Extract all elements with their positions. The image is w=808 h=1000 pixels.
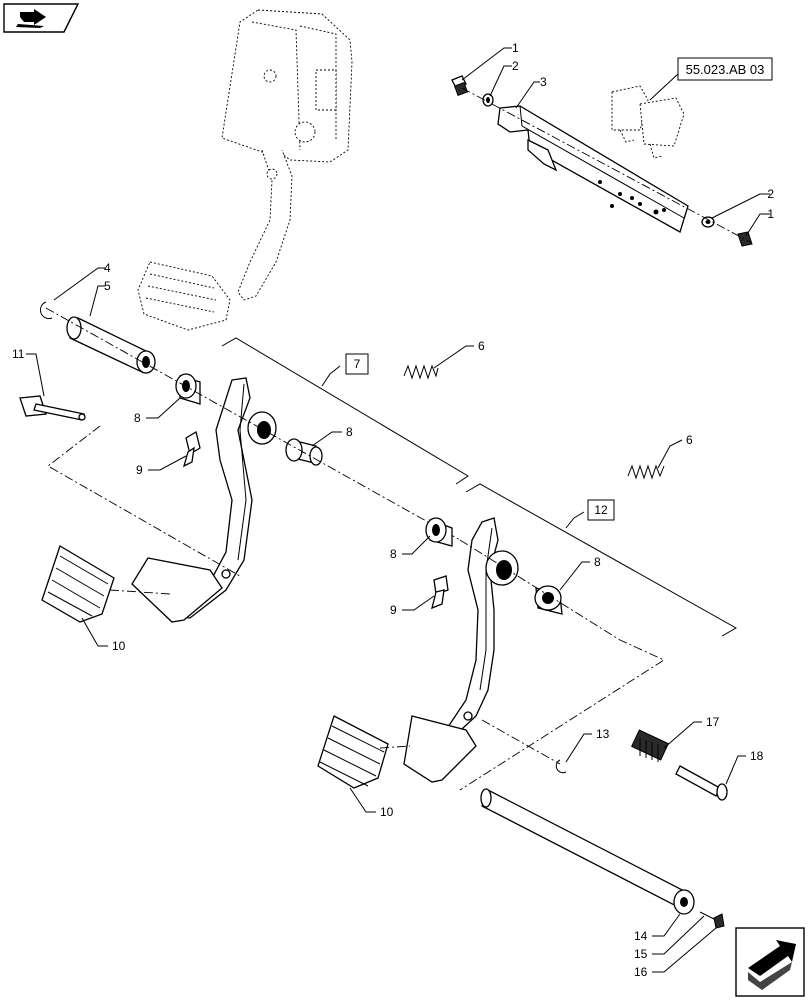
reference-pedal-ghost: [137, 9, 353, 331]
callout-16[interactable]: 16: [634, 965, 648, 979]
callout-7-box[interactable]: 7: [345, 353, 369, 375]
reference-link-box[interactable]: 55.023.AB 03: [649, 57, 773, 101]
callout-14[interactable]: 14: [634, 929, 648, 943]
callout-17[interactable]: 17: [706, 715, 720, 729]
back-arrow-icon[interactable]: [3, 3, 80, 33]
reference-link-text: 55.023.AB 03: [686, 62, 765, 77]
callout-15[interactable]: 15: [634, 947, 648, 961]
callout-8-lower-right[interactable]: 8: [594, 555, 601, 569]
callout-7: 7: [354, 357, 361, 371]
next-page-arrow-icon[interactable]: [735, 927, 805, 997]
callout-13[interactable]: 13: [596, 727, 610, 741]
callout-8-upper-left[interactable]: 8: [134, 411, 141, 425]
callout-1-top[interactable]: 1: [512, 41, 519, 55]
callout-4[interactable]: 4: [104, 261, 111, 275]
upper-pedal-group: [19, 301, 461, 623]
group-bracket-12: [465, 483, 738, 637]
callout-8-lower-left[interactable]: 8: [390, 547, 397, 561]
bracket-assembly: [451, 75, 753, 247]
group-bracket-7: [221, 337, 469, 485]
callout-3[interactable]: 3: [540, 75, 547, 89]
callout-9-lower[interactable]: 9: [390, 603, 397, 617]
callout-2-bracket[interactable]: 2: [767, 187, 774, 201]
callout-6-upper[interactable]: 6: [478, 339, 485, 353]
callout-12: 12: [594, 503, 608, 517]
callout-12-box[interactable]: 12: [587, 499, 615, 521]
callout-2-top[interactable]: 2: [512, 59, 519, 73]
callout-labels: 1 2 3 1 2 4 5 11 6 8 8 9 6 8 8 9 10 10 1…: [12, 41, 774, 979]
callout-10-upper[interactable]: 10: [112, 639, 126, 653]
callout-1-bracket[interactable]: 1: [767, 207, 774, 221]
lower-pedal-group: [317, 464, 728, 929]
leader-lines: [26, 47, 770, 973]
callout-6-lower[interactable]: 6: [686, 433, 693, 447]
callout-11[interactable]: 11: [12, 347, 25, 361]
callout-9-upper[interactable]: 9: [136, 463, 143, 477]
callout-8-upper-right[interactable]: 8: [346, 425, 353, 439]
callout-10-lower[interactable]: 10: [380, 805, 394, 819]
callout-5[interactable]: 5: [104, 279, 111, 293]
callout-18[interactable]: 18: [750, 749, 764, 763]
